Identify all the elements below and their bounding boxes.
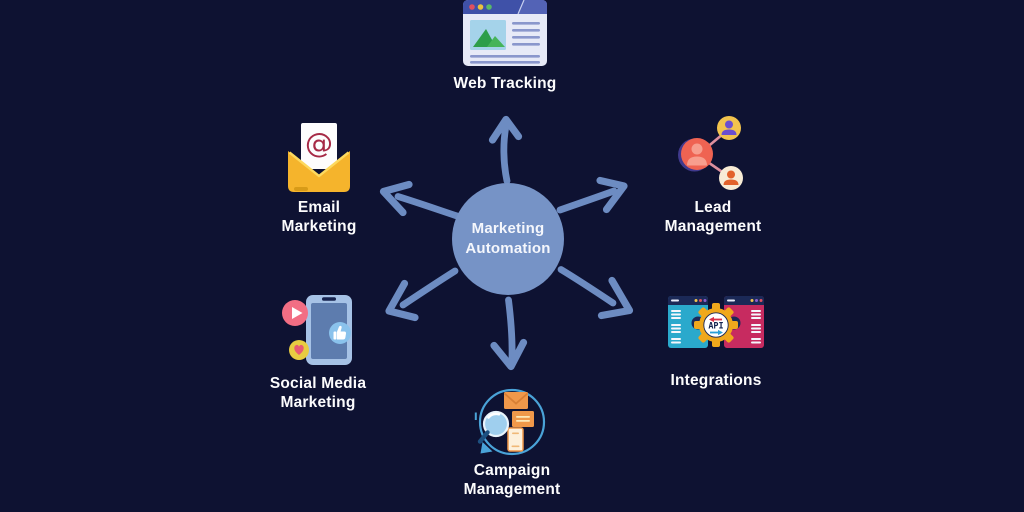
node-label-line: Marketing xyxy=(280,394,356,411)
node-email-marketing: @ Email Marketing xyxy=(234,121,404,236)
email-at-glyph: @ xyxy=(305,127,333,160)
arrow-upper-right xyxy=(556,176,628,214)
node-campaign-management: Campaign Management xyxy=(424,385,600,499)
node-label-line: Marketing xyxy=(281,218,357,235)
arrow-up xyxy=(488,115,523,185)
heart-glyph xyxy=(294,344,304,355)
node-label: Email Marketing xyxy=(281,198,356,236)
node-label-line: Management xyxy=(463,481,561,498)
campaign-cycle-icon xyxy=(474,385,550,457)
node-label-line: Management xyxy=(664,218,762,235)
arrow-upper-left xyxy=(379,180,461,220)
api-label: API xyxy=(708,322,723,332)
magnifier-lens xyxy=(482,410,510,438)
center-label-line-1: Marketing xyxy=(471,220,545,237)
connected-people-icon xyxy=(677,110,749,194)
node-web-tracking: Web Tracking xyxy=(415,0,595,93)
api-gear-windows-icon: API xyxy=(668,290,764,362)
node-label: Social Media Marketing xyxy=(270,374,366,412)
browser-window-icon xyxy=(462,0,548,67)
arrow-lower-left xyxy=(385,267,459,322)
node-lead-management: Lead Management xyxy=(628,110,798,236)
arrow-lower-right xyxy=(557,266,634,320)
node-label-line: Web Tracking xyxy=(453,75,557,92)
center-label-line-2: Automation xyxy=(465,240,551,257)
node-label: Lead Management xyxy=(665,198,762,236)
thumbs-up-glyph xyxy=(333,325,347,340)
node-label: Integrations xyxy=(670,371,761,390)
node-label-line: Social Media xyxy=(269,375,367,392)
phone-social-badges-icon xyxy=(282,293,354,369)
node-label: Campaign Management xyxy=(464,461,561,499)
cycle-arrowhead xyxy=(480,442,493,454)
node-label-line: Integrations xyxy=(670,372,762,389)
open-envelope-at-icon: @ xyxy=(286,121,352,196)
node-label-line: Campaign xyxy=(473,462,551,479)
node-social-media-marketing: Social Media Marketing xyxy=(230,293,406,412)
center-node-marketing-automation: Marketing Automation xyxy=(452,183,564,295)
magnifier-handle xyxy=(477,430,490,444)
center-label: Marketing Automation xyxy=(465,219,550,259)
node-label-line: Lead xyxy=(694,199,732,216)
node-integrations: API Integrations xyxy=(628,290,804,390)
arrow-down xyxy=(490,296,528,371)
node-label-line: Email xyxy=(297,199,341,216)
node-label: Web Tracking xyxy=(454,74,557,93)
